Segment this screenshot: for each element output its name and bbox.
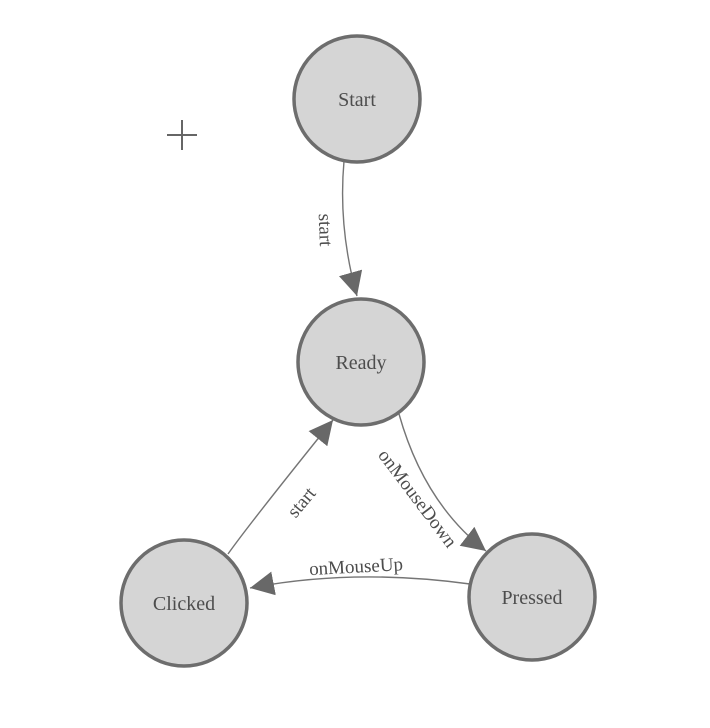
node-clicked-circle[interactable] xyxy=(119,538,249,668)
node-start-circle[interactable] xyxy=(292,34,422,164)
edge-label-onmouseup: onMouseUp xyxy=(309,554,404,580)
plus-crosshair-icon xyxy=(167,120,197,150)
node-ready-circle[interactable] xyxy=(296,297,426,427)
edge-label-start-2: start xyxy=(283,483,321,522)
edge-label-start-1: start xyxy=(314,213,336,247)
node-start-label: Start xyxy=(338,89,376,111)
node-pressed-circle[interactable] xyxy=(467,532,597,662)
edge-clicked-to-ready-path[interactable] xyxy=(227,419,334,555)
edge-pressed-to-clicked: onMouseUp xyxy=(249,554,471,596)
edge-clicked-to-ready: start xyxy=(227,419,334,555)
edge-start-to-ready: start xyxy=(314,160,363,297)
edge-ready-to-pressed: onMouseDown xyxy=(373,413,487,553)
node-start: Start xyxy=(292,34,422,164)
node-clicked: Clicked xyxy=(119,538,249,668)
edge-ready-to-pressed-path[interactable] xyxy=(398,413,487,552)
edge-start-to-ready-path[interactable] xyxy=(338,160,363,297)
edge-label-onmousedown: onMouseDown xyxy=(373,446,461,553)
node-ready-label: Ready xyxy=(335,352,386,374)
node-ready: Ready xyxy=(296,297,426,427)
node-clicked-label: Clicked xyxy=(153,593,215,615)
node-pressed: Pressed xyxy=(467,532,597,662)
node-pressed-label: Pressed xyxy=(501,587,562,609)
edge-pressed-to-clicked-path[interactable] xyxy=(249,571,471,596)
